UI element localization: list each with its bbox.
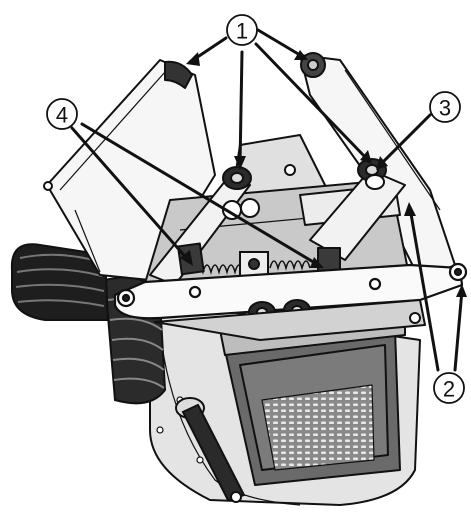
callout-1-label: 1 bbox=[236, 19, 248, 44]
callout-2-label: 2 bbox=[443, 377, 455, 402]
callout-2: 2 bbox=[433, 372, 465, 404]
callout-3-label: 3 bbox=[439, 96, 451, 121]
callout-4-label: 4 bbox=[56, 103, 68, 128]
roller-pair-mid bbox=[222, 198, 260, 220]
motor-block bbox=[219, 304, 406, 486]
front-bar bbox=[113, 262, 468, 320]
support-wedge bbox=[154, 299, 426, 341]
spring-right bbox=[269, 260, 311, 271]
threaded-rod bbox=[175, 397, 246, 503]
roller-left bbox=[222, 166, 252, 190]
callout-3: 3 bbox=[429, 91, 461, 123]
callout-1: 1 bbox=[226, 14, 258, 46]
center-block bbox=[239, 251, 269, 277]
arrow-heads bbox=[180, 50, 467, 297]
adjustment-knob bbox=[10, 243, 110, 321]
leader-lines bbox=[70, 28, 464, 372]
callout-4: 4 bbox=[46, 98, 78, 130]
